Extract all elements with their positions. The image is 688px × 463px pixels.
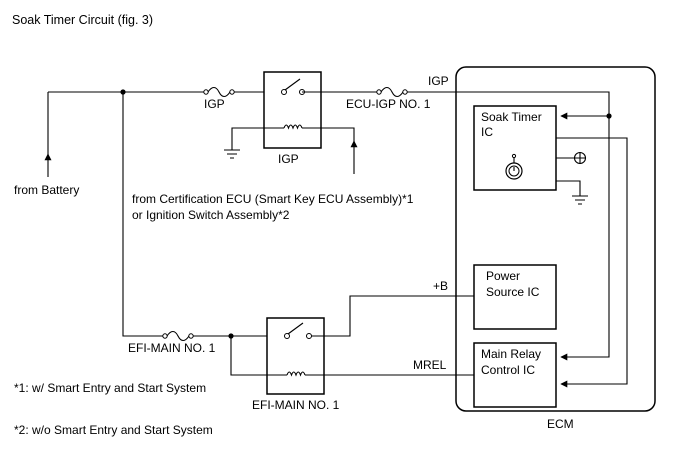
main-relay-control-ic-label-2: Control IC	[481, 363, 535, 377]
igp-relay-coil-icon	[283, 124, 303, 130]
soak-timer-ic-label-1: Soak Timer	[481, 110, 542, 124]
efi-main-relay-label: EFI-MAIN NO. 1	[252, 398, 340, 412]
efi-main-fuse-label: EFI-MAIN NO. 1	[128, 341, 216, 355]
efi-main-relay-coil-icon	[286, 371, 306, 377]
power-source-ic-label-2: Source IC	[486, 285, 540, 299]
igp-fuse-icon	[203, 86, 235, 98]
soak-timer-ground-wire	[556, 180, 581, 196]
igp-line-wire	[407, 91, 610, 116]
from-cert-ecu-line2: or Ignition Switch Assembly*2	[132, 208, 290, 222]
igp-to-main-relay-arrow	[560, 116, 610, 361]
efi-main-fuse-icon	[162, 330, 194, 342]
from-cert-ecu-line1: from Certification ECU (Smart Key ECU As…	[132, 192, 414, 206]
mrel-label: MREL	[413, 358, 447, 372]
diagram-title: Soak Timer Circuit (fig. 3)	[12, 13, 153, 27]
main-relay-control-ic-box	[473, 342, 557, 408]
ecu-igp-fuse-icon	[376, 86, 408, 98]
plus-b-wire	[311, 295, 474, 337]
power-supply-icon	[573, 151, 587, 165]
from-battery-label: from Battery	[14, 183, 79, 197]
soak-timer-to-main-relay-arrow	[556, 137, 628, 388]
igp-coil-ground-wire	[231, 127, 284, 150]
efi-main-coil-feed-wire	[230, 336, 287, 376]
igp-coil-input-wire	[302, 127, 355, 146]
main-relay-control-ic-label-1: Main Relay	[481, 347, 541, 361]
plus-b-label: +B	[433, 279, 448, 293]
soak-timer-ic-label-2: IC	[481, 125, 493, 139]
note-2: *2: w/o Smart Entry and Start System	[14, 423, 213, 437]
clock-icon	[505, 153, 523, 180]
power-source-ic-label-1: Power	[486, 269, 520, 283]
efi-main-feed-wire	[122, 92, 163, 337]
efi-main-relay-box	[266, 317, 325, 395]
ground-icon	[572, 195, 588, 205]
ground-icon	[224, 149, 240, 159]
efi-main-relay-switch-icon	[284, 322, 312, 339]
note-1: *1: w/ Smart Entry and Start System	[14, 381, 206, 395]
ecu-igp-fuse-label: ECU-IGP NO. 1	[346, 97, 431, 111]
igp-relay-label: IGP	[278, 152, 299, 166]
igp-fuse-label: IGP	[204, 97, 225, 111]
power-source-ic-box	[473, 264, 557, 330]
igp-relay-box	[263, 71, 322, 149]
ecm-label: ECM	[547, 417, 574, 431]
igp-line-label: IGP	[428, 74, 449, 88]
